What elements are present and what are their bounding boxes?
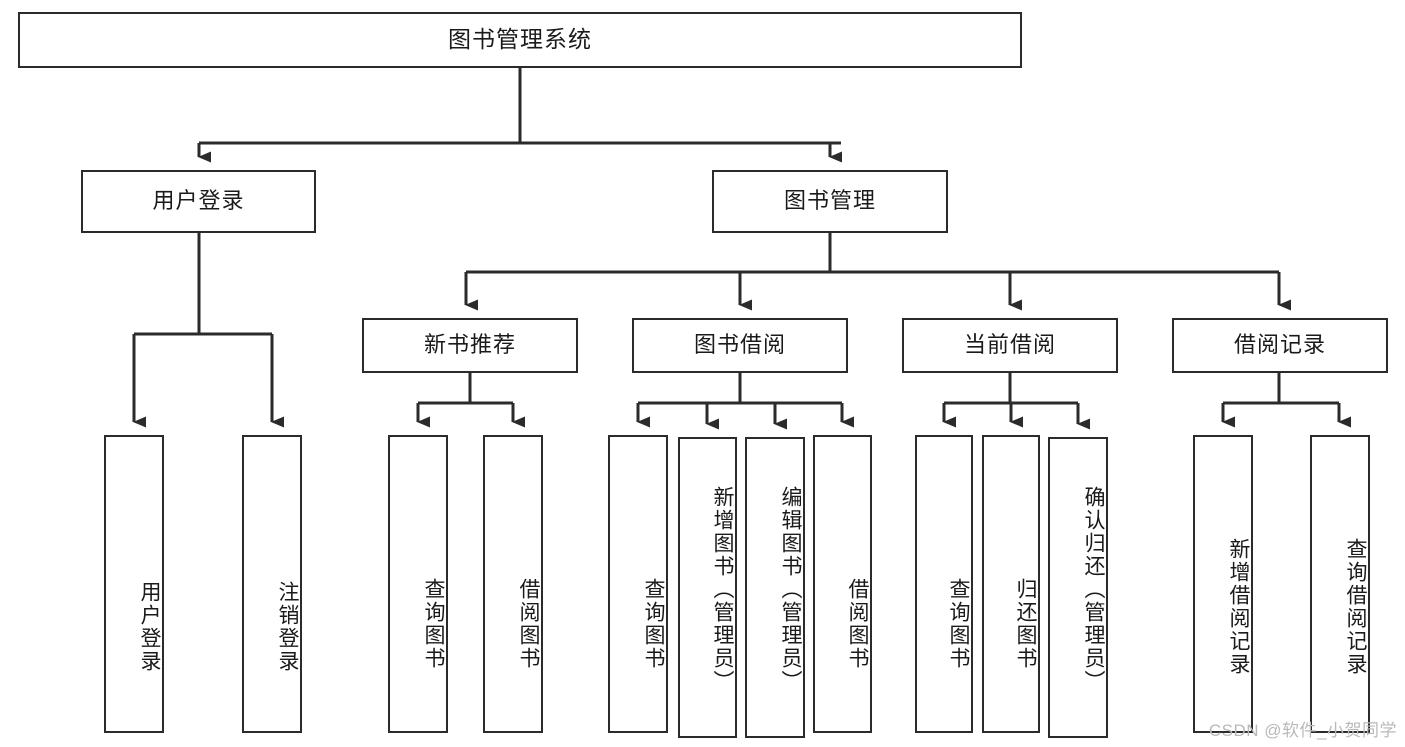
node-label: 图书借阅 — [693, 332, 786, 358]
csdn-watermark: CSDN @软件_小贺同学 — [1208, 721, 1397, 740]
node-label: 借阅记录 — [1233, 332, 1326, 358]
leaf-query-borrow-record[interactable]: 查询借阅记录 — [1310, 435, 1370, 733]
node-label: 新增图书（管理员） — [711, 486, 734, 693]
node-label: 图书管理 — [783, 188, 876, 214]
node-user-login[interactable]: 用户登录 — [81, 170, 316, 233]
node-label: 图书管理系统 — [448, 26, 592, 53]
node-book-management[interactable]: 图书管理 — [712, 170, 948, 233]
node-book-borrow[interactable]: 图书借阅 — [632, 318, 848, 373]
node-label: 借阅图书 — [846, 578, 869, 670]
leaf-return-book[interactable]: 归还图书 — [982, 435, 1040, 733]
node-label: 新书推荐 — [423, 332, 516, 358]
node-label: 用户登录 — [138, 580, 161, 673]
node-label: 用户登录 — [152, 188, 245, 214]
node-label: 新增借阅记录 — [1227, 538, 1250, 676]
node-label: 查询图书 — [642, 578, 665, 670]
leaf-query-book-borrow[interactable]: 查询图书 — [608, 435, 668, 733]
node-label: 当前借阅 — [963, 332, 1056, 358]
node-current-borrow[interactable]: 当前借阅 — [902, 318, 1118, 373]
node-label: 查询图书 — [422, 578, 445, 670]
node-label: 查询图书 — [947, 578, 970, 670]
node-label: 归还图书 — [1014, 578, 1037, 670]
leaf-add-book-admin[interactable]: 新增图书（管理员） — [678, 437, 737, 738]
node-label: 查询借阅记录 — [1344, 538, 1367, 676]
leaf-query-book-current[interactable]: 查询图书 — [915, 435, 973, 733]
leaf-confirm-return-admin[interactable]: 确认归还（管理员） — [1048, 437, 1108, 738]
leaf-edit-book-admin[interactable]: 编辑图书（管理员） — [745, 437, 805, 738]
leaf-user-login[interactable]: 用户登录 — [104, 435, 164, 733]
node-borrow-record[interactable]: 借阅记录 — [1172, 318, 1388, 373]
node-book-management-system[interactable]: 图书管理系统 — [18, 12, 1022, 68]
leaf-borrow-book-recommend[interactable]: 借阅图书 — [483, 435, 543, 733]
node-label: 注销登录 — [276, 580, 299, 673]
leaf-query-book-recommend[interactable]: 查询图书 — [388, 435, 448, 733]
node-label: 确认归还（管理员） — [1082, 486, 1105, 693]
leaf-logout[interactable]: 注销登录 — [242, 435, 302, 733]
leaf-borrow-book[interactable]: 借阅图书 — [813, 435, 872, 733]
node-label: 借阅图书 — [517, 578, 540, 670]
node-new-book-recommend[interactable]: 新书推荐 — [362, 318, 578, 373]
node-label: 编辑图书（管理员） — [779, 486, 802, 693]
leaf-add-borrow-record[interactable]: 新增借阅记录 — [1193, 435, 1253, 733]
